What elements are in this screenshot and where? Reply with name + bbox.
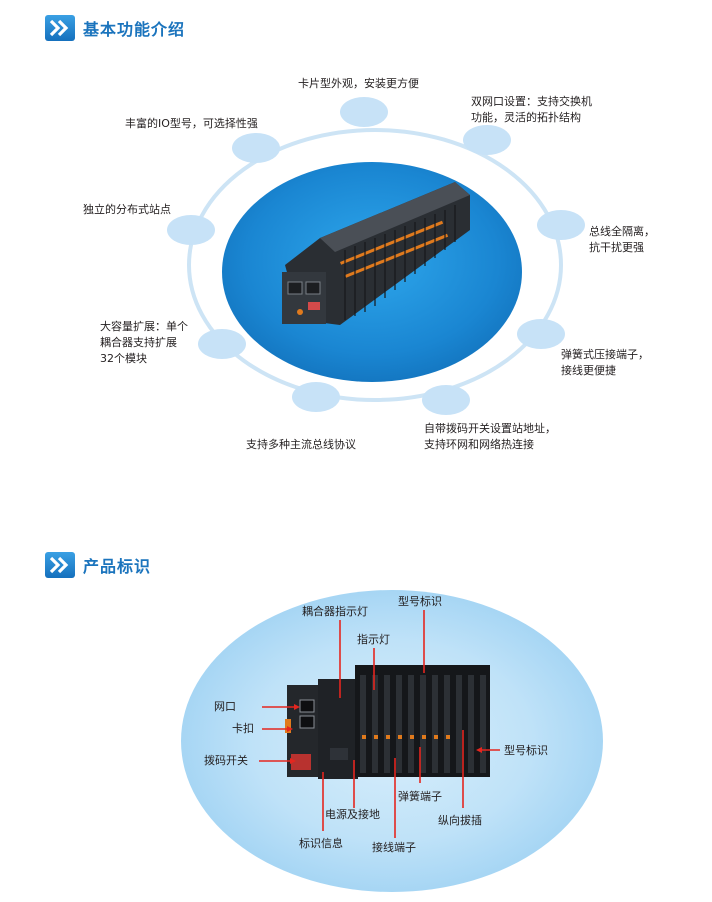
bubble xyxy=(167,215,215,245)
feature-bus-protocols: 支持多种主流总线协议 xyxy=(246,438,356,451)
callout-id-info: 标识信息 xyxy=(299,837,343,850)
section-title: 产品标识 xyxy=(83,557,152,576)
section-header-features: 基本功能介绍 xyxy=(45,14,185,42)
callout-model-label-right: 型号标识 xyxy=(504,744,548,757)
bubble xyxy=(292,382,340,412)
bubble xyxy=(340,97,388,127)
callout-power-ground: 电源及接地 xyxy=(325,808,380,821)
double-chevron-right-icon xyxy=(45,552,75,578)
bubble xyxy=(517,319,565,349)
callout-wiring-terminal: 接线端子 xyxy=(372,841,416,854)
feature-isolation: 总线全隔离， 抗干扰更强 xyxy=(589,225,655,254)
feature-dip-switch: 自带拨码开关设置站地址， 支持环网和网络热连接 xyxy=(424,422,556,451)
callout-model-label-top: 型号标识 xyxy=(398,595,442,608)
bubble xyxy=(537,210,585,240)
section-header-product: 产品标识 xyxy=(45,551,151,579)
bubble xyxy=(198,329,246,359)
feature-rich-io: 丰富的IO型号，可选择性强 xyxy=(125,117,258,130)
callout-spring-terminal: 弹簧端子 xyxy=(398,790,442,803)
callout-clip: 卡扣 xyxy=(232,722,254,735)
feature-distributed-station: 独立的分布式站点 xyxy=(83,203,171,216)
bubble xyxy=(463,125,511,155)
callout-indicator: 指示灯 xyxy=(357,633,390,646)
feature-card-appearance: 卡片型外观，安装更方便 xyxy=(298,77,419,90)
callout-coupler-light: 耦合器指示灯 xyxy=(302,605,368,618)
feature-expansion: 大容量扩展：单个 耦合器支持扩展 32个模块 xyxy=(100,320,188,365)
feature-dual-port: 双网口设置：支持交换机 功能，灵活的拓扑结构 xyxy=(471,95,592,124)
double-chevron-right-icon xyxy=(45,15,75,41)
callout-network-port: 网口 xyxy=(214,700,236,713)
bubble xyxy=(232,133,280,163)
callout-dip-switch: 拨码开关 xyxy=(204,754,248,767)
bubble xyxy=(422,385,470,415)
watermark: 展控智能 xyxy=(652,880,700,893)
feature-spring-terminal: 弹簧式压接端子， 接线更便捷 xyxy=(561,348,649,377)
feature-ring xyxy=(187,128,563,402)
section-title: 基本功能介绍 xyxy=(83,20,186,39)
io-module-illustration xyxy=(282,182,470,325)
device-illustration xyxy=(285,665,490,779)
callout-vertical-plug: 纵向拔插 xyxy=(438,814,482,827)
feature-diagram xyxy=(167,97,585,415)
